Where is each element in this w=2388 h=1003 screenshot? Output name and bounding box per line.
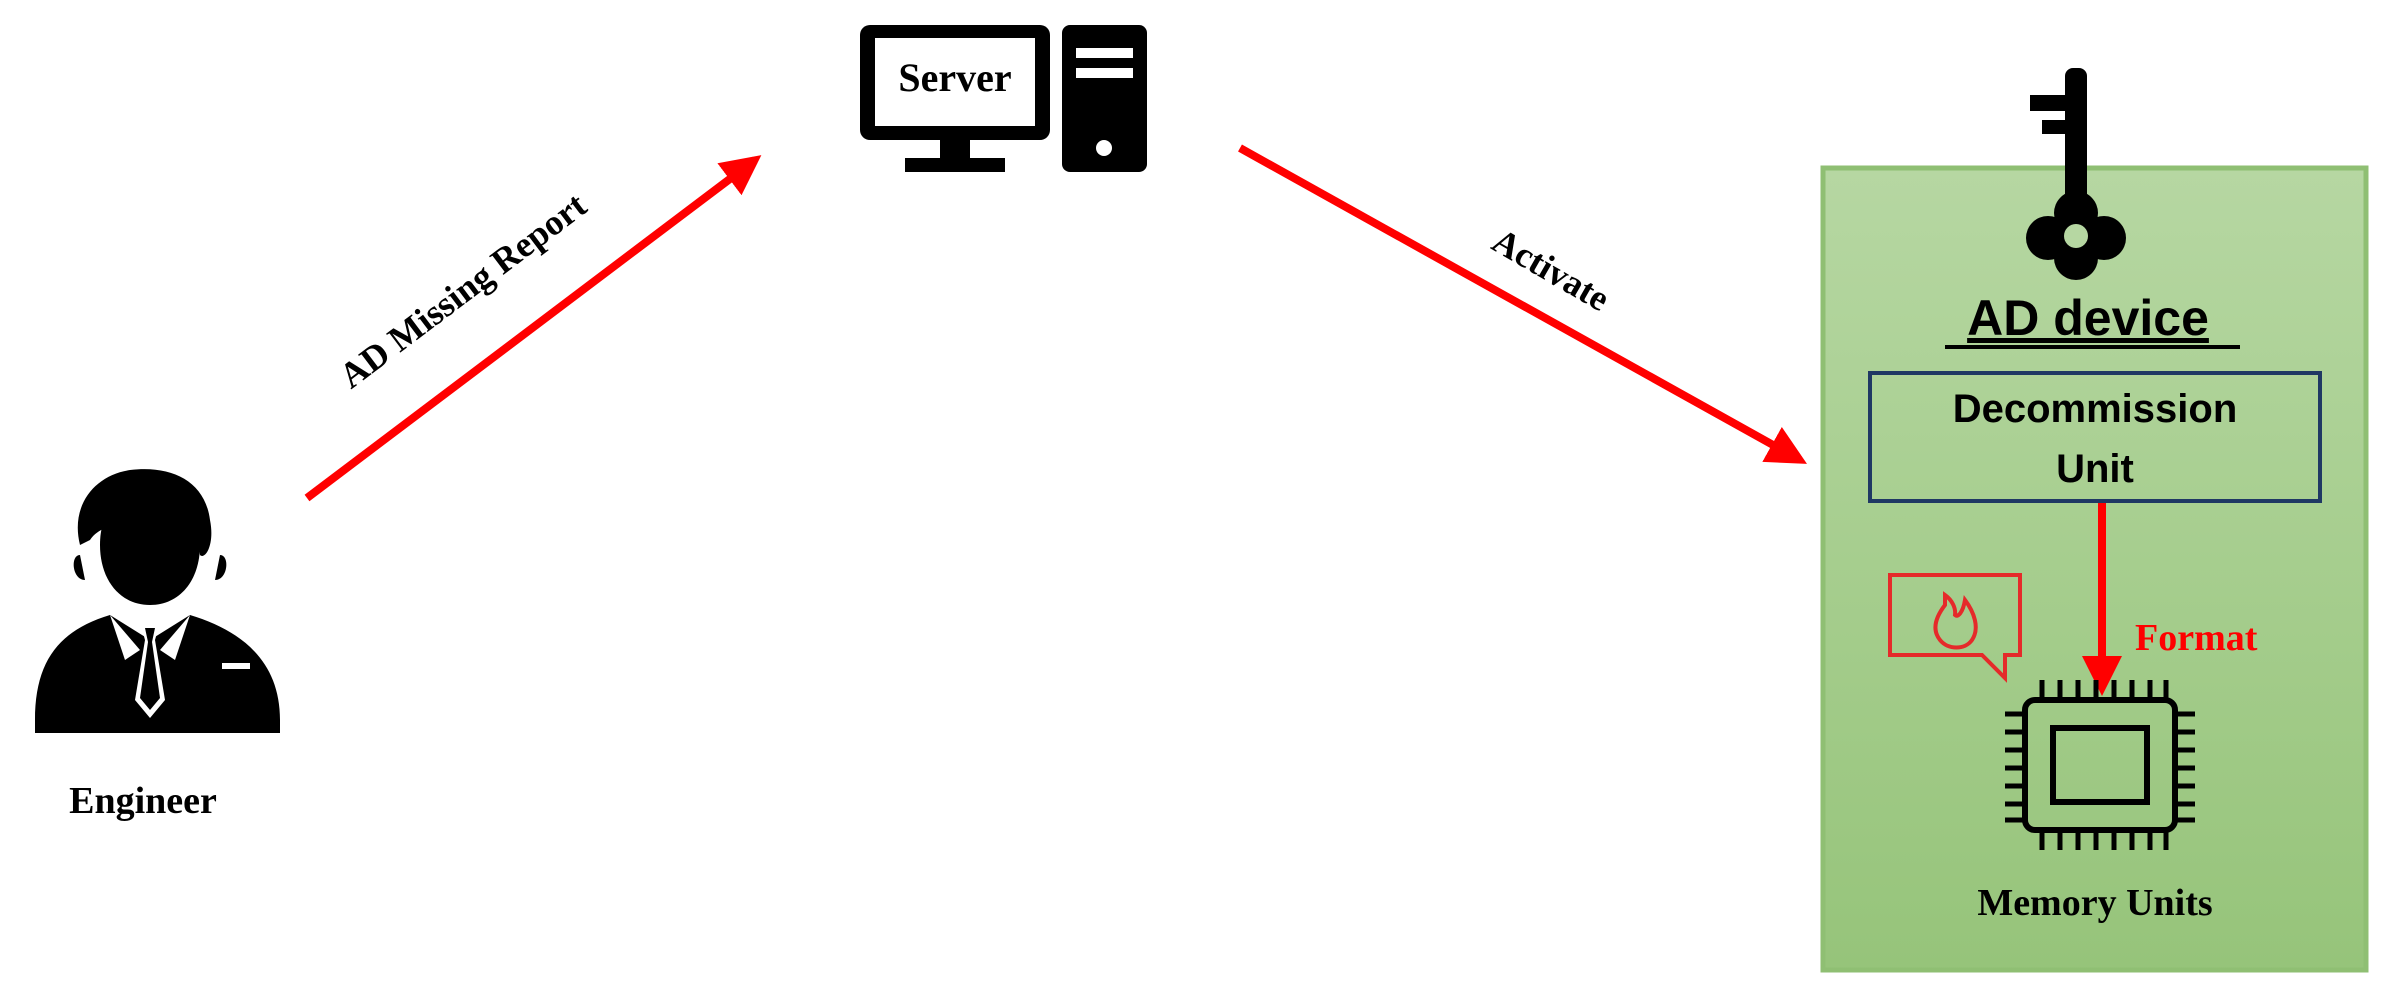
activate-label: Activate <box>1486 220 1617 319</box>
decommission-unit-box <box>1868 371 2322 503</box>
server-icon <box>860 25 1147 172</box>
server-label: Server <box>898 55 1011 100</box>
ad-device-title: AD device <box>1967 290 2209 346</box>
fire-speech-bubble-icon <box>1888 573 2022 683</box>
report-label: AD Missing Report <box>332 185 594 396</box>
activate-arrow <box>1238 144 1807 464</box>
memory-units-label: Memory Units <box>1977 882 2212 924</box>
key-icon <box>2026 68 2126 280</box>
decommission-unit-line1: Decommission <box>1953 387 2238 431</box>
format-label: Format <box>2135 617 2258 659</box>
engineer-label: Engineer <box>69 780 217 822</box>
decommission-unit-line2: Unit <box>2056 447 2134 491</box>
report-arrow <box>304 155 762 502</box>
chip-icon <box>2005 680 2195 850</box>
engineer-icon <box>35 469 280 733</box>
